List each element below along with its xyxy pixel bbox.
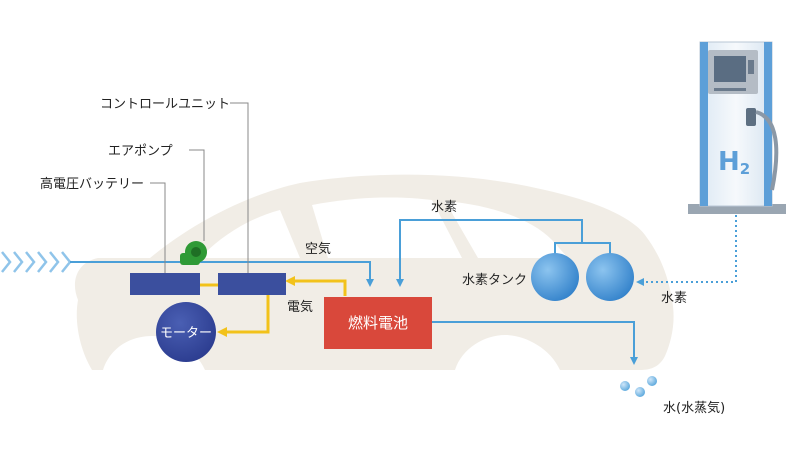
hydrogen-station: H2 — [688, 41, 786, 214]
water-drop — [620, 381, 630, 391]
hydrogen-station-label: 水素 — [661, 291, 687, 306]
hydrogen-top-label: 水素 — [431, 200, 457, 215]
nozzle-icon — [746, 108, 756, 126]
air-line — [70, 261, 374, 287]
fuel-cell-label: 燃料電池 — [348, 314, 408, 332]
water-drop — [635, 387, 645, 397]
callout-lines — [150, 102, 249, 273]
air-intake-chevrons — [1, 251, 72, 273]
control-unit-label: コントロールユニット — [100, 97, 230, 112]
fuel-cell — [324, 297, 432, 349]
hydrogen-line — [400, 219, 611, 283]
battery-block — [130, 273, 200, 295]
station-h2-label: H2 — [718, 147, 750, 178]
electricity-label: 電気 — [287, 299, 313, 315]
hydrogen-tank-label: 水素タンク — [462, 273, 527, 288]
windshield — [445, 201, 568, 258]
water-line — [432, 321, 638, 365]
control-unit-block — [218, 273, 286, 295]
rear-window — [200, 210, 300, 258]
rear-wheel-well — [116, 341, 190, 415]
front-wheel-well — [468, 341, 542, 415]
battery-label: 高電圧バッテリー — [40, 176, 144, 192]
air-pump-label: エアポンプ — [108, 144, 173, 159]
electricity-line-fc — [285, 276, 347, 296]
air-label: 空気 — [305, 241, 331, 257]
hydrogen-tank-2 — [586, 253, 634, 301]
air-pump — [180, 241, 207, 265]
electricity-line-motor — [217, 290, 270, 337]
front-window — [312, 197, 462, 258]
water-drop — [647, 376, 657, 386]
motor-label: モーター — [160, 326, 212, 341]
hydrogen-tank-1 — [531, 253, 579, 301]
station-hose — [755, 110, 779, 191]
motor — [156, 302, 216, 362]
station-screen — [714, 56, 746, 82]
water-label: 水(水蒸気) — [663, 400, 725, 416]
